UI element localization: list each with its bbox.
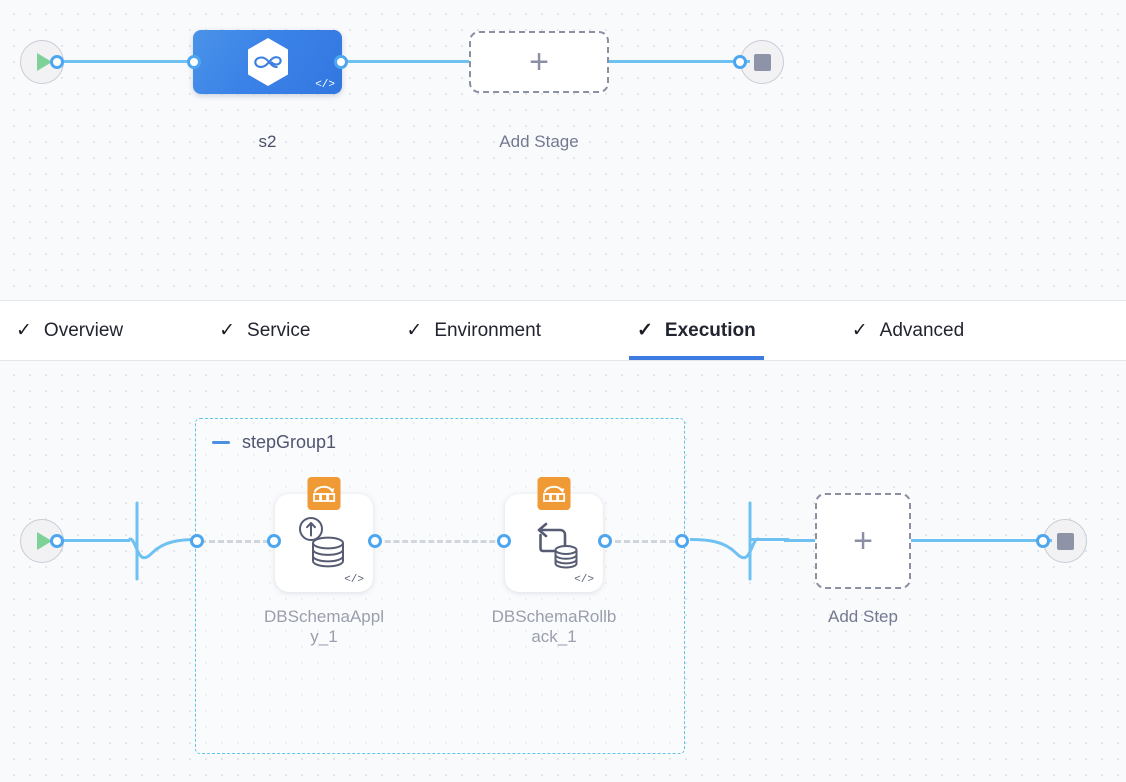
step-group-header[interactable]: stepGroup1 (212, 432, 336, 453)
link-group-in-to-step1 (200, 540, 278, 543)
check-icon: ✓ (406, 320, 423, 341)
plus-icon: + (529, 43, 549, 81)
step1-label-line1: DBSchemaAppl (263, 607, 384, 626)
step1-label-line2: y_1 (310, 627, 338, 647)
step-code-badge-icon: </> (574, 574, 594, 586)
link-start-to-curve (54, 539, 130, 542)
stage-input-port[interactable] (187, 55, 201, 69)
step-group-stepGroup1[interactable] (195, 418, 685, 754)
step2-label-line2: ack_1 (531, 627, 577, 647)
tab-advanced-label: Advanced (879, 319, 965, 341)
tab-environment[interactable]: ✓ Environment (406, 301, 571, 360)
stop-icon (753, 53, 771, 71)
tab-service-label: Service (247, 319, 311, 341)
end-input-port[interactable] (733, 55, 747, 69)
step-node-dbschemaapply[interactable]: </> (275, 477, 373, 592)
parallel-curve-left-icon (128, 501, 200, 581)
step1-input-port[interactable] (267, 534, 281, 548)
link-addstage-to-end (598, 60, 750, 63)
tab-overview-label: Overview (43, 319, 124, 341)
liquibase-changelog-icon (307, 477, 341, 510)
step-code-badge-icon: </> (344, 574, 364, 586)
stage-config-tabs[interactable]: ✓ Overview ✓ Service ✓ Environment ✓ Exe… (0, 300, 1126, 361)
start-output-port[interactable] (50, 55, 64, 69)
add-stage-label: Add Stage (499, 132, 579, 151)
step-group-input-port[interactable] (190, 534, 204, 548)
tab-overview[interactable]: ✓ Overview (16, 301, 153, 360)
step-node-dbschemarollback[interactable]: </> (505, 477, 603, 592)
harness-hexagon-infinity-icon (247, 38, 288, 86)
database-apply-up-arrow-icon (299, 516, 344, 568)
link-stage-to-addstage (332, 60, 482, 63)
tab-advanced[interactable]: ✓ Advanced (852, 301, 994, 360)
link-step2-to-group-out (606, 540, 684, 543)
plus-icon: + (853, 522, 873, 560)
step1-output-port[interactable] (368, 534, 382, 548)
database-rollback-arrow-icon (537, 522, 578, 569)
play-icon (36, 532, 52, 550)
link-step1-to-step2 (376, 540, 504, 543)
stage-node-s2[interactable]: </> (193, 30, 342, 94)
tab-service[interactable]: ✓ Service (219, 301, 340, 360)
parallel-curve-right-icon (690, 501, 790, 581)
tab-environment-label: Environment (434, 319, 541, 341)
step2-label: DBSchemaRollb ack_1 (470, 607, 638, 648)
execution-end-input-port[interactable] (1036, 534, 1050, 548)
liquibase-changelog-icon (537, 477, 571, 510)
stages-canvas[interactable]: </> s2 + Add Stage (0, 0, 1126, 300)
stage-code-badge-icon: </> (315, 79, 335, 91)
step-group-title: stepGroup1 (242, 432, 337, 452)
step1-label: DBSchemaAppl y_1 (240, 607, 408, 648)
execution-start-output-port[interactable] (50, 534, 64, 548)
check-icon: ✓ (219, 320, 236, 341)
check-icon: ✓ (16, 320, 32, 341)
minus-icon[interactable] (212, 441, 230, 444)
step2-label-line1: DBSchemaRollb (491, 607, 617, 626)
stage-label: s2 (258, 132, 277, 151)
tab-execution[interactable]: ✓ Execution (628, 301, 786, 360)
step2-input-port[interactable] (497, 534, 511, 548)
tab-execution-label: Execution (664, 319, 756, 341)
play-icon (36, 53, 52, 71)
execution-canvas[interactable]: stepGroup1 (0, 361, 1126, 782)
step2-output-port[interactable] (598, 534, 612, 548)
link-addstep-to-end (910, 539, 1052, 542)
check-icon: ✓ (851, 320, 868, 341)
step-group-output-port[interactable] (675, 534, 689, 548)
check-icon: ✓ (636, 320, 653, 341)
add-stage-button[interactable]: + (469, 31, 609, 93)
link-start-to-stage (54, 60, 204, 63)
link-curve-to-addstep (784, 539, 816, 542)
add-step-label: Add Step (828, 607, 898, 626)
stage-output-port[interactable] (334, 55, 348, 69)
add-step-button[interactable]: + (815, 493, 911, 589)
stop-icon (1056, 532, 1074, 550)
